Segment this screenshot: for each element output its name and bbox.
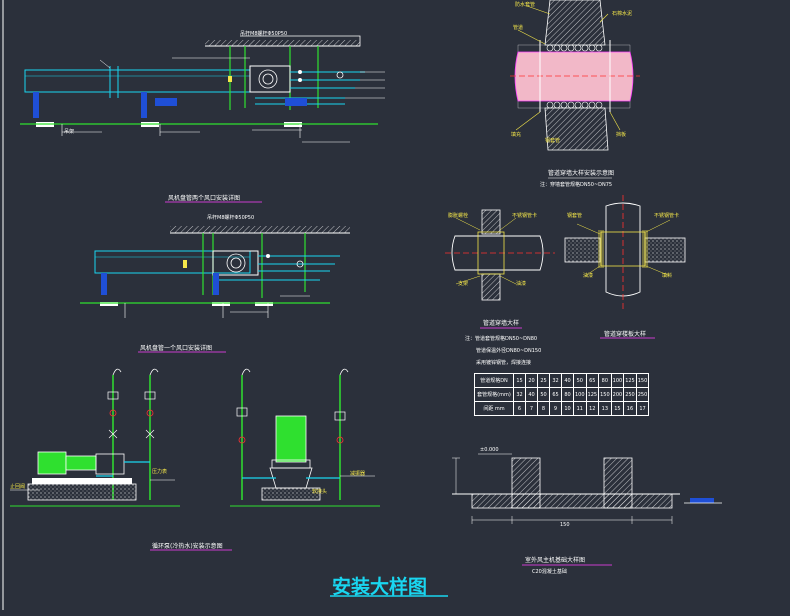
spec-cell: 65 (549, 387, 562, 402)
spec-cell: 16 (623, 401, 637, 416)
floor-penetration-detail (564, 195, 686, 339)
label-pump-left: 止回阀 (10, 484, 26, 490)
caption-sleeve-detail: 管道穿墙大样安装示意图 (548, 170, 615, 177)
spec-cell: 100 (573, 387, 587, 402)
spec-row: 套管规格(mm) 32 40 50 65 80 100 125 150 200 … (474, 387, 650, 402)
spec-cell: 150 (635, 373, 650, 388)
caption-outdoor: 室外风主机基础大样图 (525, 557, 586, 564)
wall-penetration-detail (445, 209, 555, 329)
spec-cell: 250 (635, 387, 650, 402)
label-floor-r1: 不锈钢管卡 (654, 213, 680, 219)
pump-set-left (10, 368, 180, 507)
spec-row-head: 间距 mm (474, 401, 514, 416)
spec-cell: 9 (549, 401, 562, 416)
spec-cell: 50 (573, 373, 587, 388)
label-elev-bottom: 150 (560, 522, 570, 528)
label-sleeve-top: 防水套管 (515, 2, 536, 8)
note-line-3: 采用镀锌钢管，焊接连接 (476, 360, 532, 366)
label-left-annotation: 吊架 (64, 129, 75, 135)
spec-cell: 11 (573, 401, 587, 416)
label-floor-l1: 钢套管 (567, 213, 583, 219)
label-sleeve-pipe: 管道 (513, 25, 524, 31)
spec-cell: 10 (561, 401, 574, 416)
note-line-1: 注：管道套管规格DN50~DN80 (465, 336, 538, 342)
spec-row: 管道规格DN 15 20 25 32 40 50 65 80 100 125 1… (474, 373, 650, 388)
fan-coil-two-outlet-view (20, 35, 385, 143)
spec-cell: 150 (598, 387, 612, 402)
spec-row-head: 套管规格(mm) (474, 387, 514, 402)
spec-cell: 100 (610, 373, 625, 388)
spec-row: 间距 mm 6 7 8 9 10 11 12 13 15 16 17 (474, 401, 650, 416)
label-wall-l1: 膨胀螺栓 (448, 213, 469, 219)
label-floor-r2: 填料 (662, 273, 673, 279)
label-sleeve-b1: 钢套管 (545, 138, 561, 144)
spec-cell: 20 (525, 373, 538, 388)
wall-sleeve-detail (510, 0, 640, 179)
spec-row-head: 管道规格DN (474, 373, 514, 388)
label-pump-tag2: 软接头 (312, 489, 328, 495)
spec-cell: 15 (513, 373, 526, 388)
spec-cell: 8 (537, 401, 550, 416)
caption-wall: 管道穿墙大样 (483, 320, 520, 327)
label-pump-right: 减振器 (350, 471, 366, 477)
spec-cell: 7 (525, 401, 538, 416)
label-rod-top2: 吊杆M8螺杆Φ50P50 (207, 215, 255, 221)
label-rod-top1: 吊杆M8螺杆Φ50P50 (240, 31, 288, 37)
fan-coil-one-outlet-view (80, 226, 350, 318)
spec-cell: 6 (513, 401, 526, 416)
spec-cell: 12 (585, 401, 600, 416)
spec-cell: 25 (537, 373, 550, 388)
spec-cell: 250 (623, 387, 637, 402)
caption-pump: 循环泵(冷热水)安装示意图 (152, 543, 223, 550)
spec-cell: 13 (598, 401, 612, 416)
spec-cell: 80 (598, 373, 612, 388)
caption-view1: 风机盘管两个风口安装详图 (168, 195, 241, 202)
caption-floor: 管道穿楼板大样 (604, 331, 647, 338)
outdoor-unit-foundation (452, 453, 722, 566)
spec-cell: 50 (537, 387, 550, 402)
label-floor-l2: 油漆 (583, 273, 594, 279)
spec-cell: 32 (513, 387, 526, 402)
label-sleeve-bl: 填充 (511, 132, 522, 138)
label-elev-top: ±0.000 (480, 447, 499, 453)
label-sleeve-br: 挡板 (616, 132, 627, 138)
main-title: 安装大样图 (332, 576, 428, 598)
spec-cell: 80 (561, 387, 574, 402)
pump-set-right (230, 368, 380, 507)
spec-table: 管道规格DN 15 20 25 32 40 50 65 80 100 125 1… (474, 373, 650, 416)
caption-sleeve-note: 注：穿墙套管规格DN50~DN75 (540, 182, 613, 188)
caption-view2: 风机盘管一个风口安装详图 (140, 345, 213, 352)
caption-outdoor-note: C20混凝土基础 (532, 569, 567, 575)
spec-cell: 40 (525, 387, 538, 402)
note-line-2: 管道保温外径DN80~DN150 (476, 348, 542, 354)
spec-cell: 40 (561, 373, 574, 388)
spec-cell: 125 (623, 373, 637, 388)
label-wall-r1: 不锈钢管卡 (512, 213, 538, 219)
spec-cell: 32 (549, 373, 562, 388)
spec-cell: 17 (635, 401, 650, 416)
label-sleeve-tr: 石棉水泥 (612, 11, 633, 17)
spec-cell: 200 (610, 387, 625, 402)
label-wall-r2: 油漆 (516, 281, 527, 287)
spec-cell: 125 (585, 387, 600, 402)
label-pump-tag1: 压力表 (152, 469, 168, 475)
spec-cell: 65 (585, 373, 600, 388)
spec-cell: 15 (610, 401, 625, 416)
label-wall-l2: 支架 (458, 281, 469, 287)
